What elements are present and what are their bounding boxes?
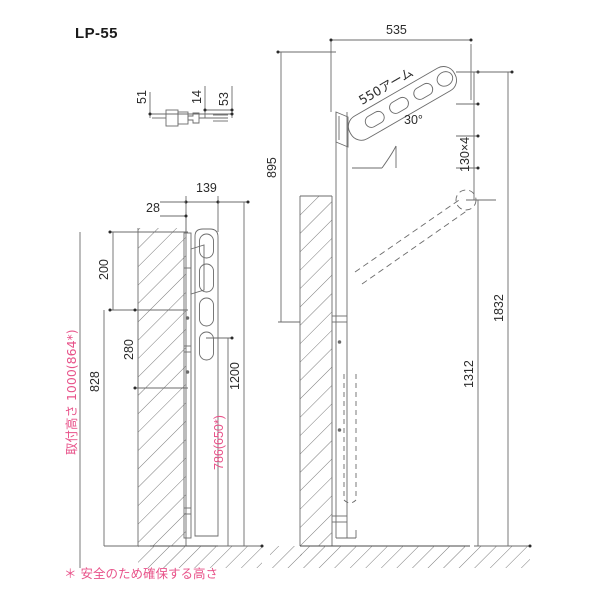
right-dim-1312: 1312 (462, 360, 476, 388)
left-dim-28: 28 (146, 201, 160, 215)
detail-dim-14: 14 (190, 90, 204, 104)
right-dim-130x4: 130×4 (458, 137, 472, 172)
right-dim-895: 895 (265, 157, 279, 178)
left-view-folded-arm (194, 228, 219, 537)
footnote-text: ＊ 安全のため確保する高さ (64, 566, 218, 581)
left-dim-280: 280 (122, 339, 136, 360)
left-view-wall (137, 228, 262, 568)
left-dim-786: 786(650*) (212, 415, 226, 470)
left-view-mount-bracket (183, 232, 205, 539)
right-dim-535: 535 (386, 23, 407, 37)
left-dim-200: 200 (97, 259, 111, 280)
right-view-arm (335, 66, 457, 148)
right-view-wall (270, 195, 530, 568)
left-dim-mount-height: 取付高さ 1000(864*) (64, 329, 79, 455)
right-angle-30: 30° (404, 113, 423, 127)
right-dim-1832: 1832 (492, 294, 506, 322)
left-dim-828: 828 (88, 371, 102, 392)
page-title: LP-55 (75, 25, 118, 42)
left-dim-139: 139 (196, 181, 217, 195)
right-view-post (332, 112, 357, 539)
detail-dim-53: 53 (217, 92, 231, 106)
right-view-dimension-lines (276, 38, 532, 548)
detail-dim-51: 51 (135, 90, 149, 104)
left-view-dimension-lines (79, 196, 264, 568)
hook-profile-detail (148, 86, 234, 127)
right-view-pole-dashed (354, 189, 494, 285)
left-dim-1200: 1200 (228, 362, 242, 390)
